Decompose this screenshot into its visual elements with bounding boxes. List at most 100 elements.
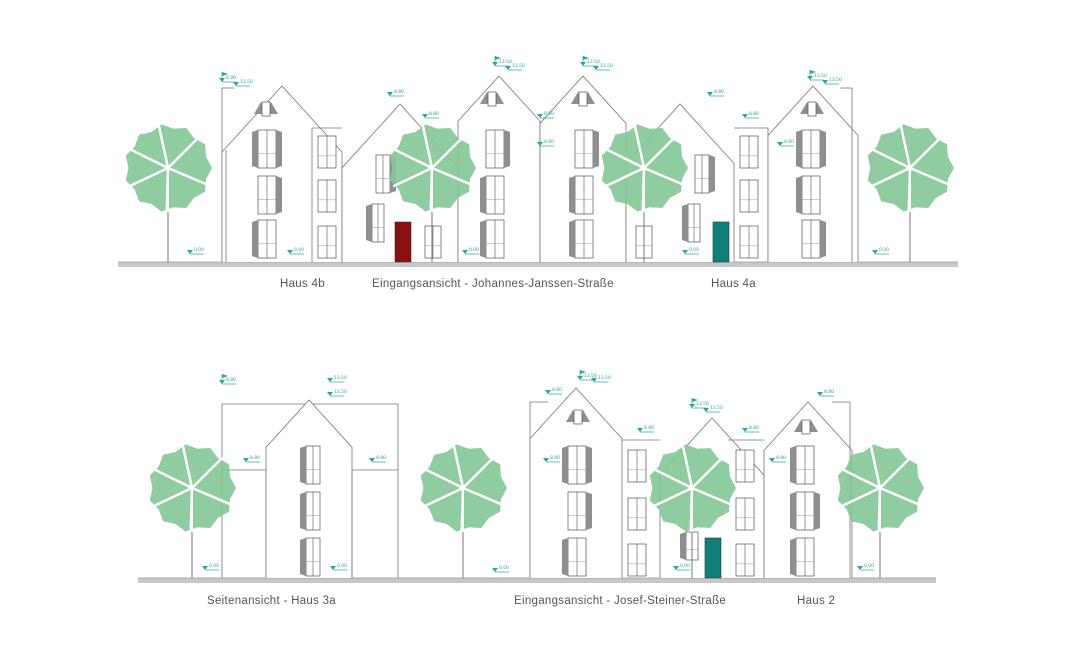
- level-value: 8.80: [824, 389, 834, 395]
- level-arrow: [369, 458, 375, 462]
- level-arrow: [591, 378, 597, 382]
- caption-haus-4b: Haus 4b: [280, 278, 325, 290]
- tree-branch-gap: [633, 125, 646, 170]
- window: [317, 225, 337, 259]
- window: [627, 497, 647, 531]
- level-arrow: [593, 66, 599, 70]
- tree: [601, 124, 688, 262]
- level-value: 13.50: [710, 405, 723, 411]
- level-arrow: [422, 114, 428, 118]
- window: [790, 491, 820, 531]
- tree-branch-gap: [421, 125, 434, 170]
- level-marker: 8.80: [422, 111, 439, 119]
- shutter-left: [796, 130, 802, 168]
- tree-branch-gap: [157, 125, 170, 170]
- level-arrow: [857, 566, 863, 570]
- level-marker: 0.00: [202, 563, 219, 571]
- window: [735, 497, 755, 531]
- entrance-door: [394, 221, 412, 263]
- level-arrow: [202, 566, 208, 570]
- tree-branch-gap: [652, 486, 694, 508]
- level-value: 13.50: [334, 389, 347, 395]
- trees: [125, 124, 954, 578]
- shutter-left: [790, 492, 796, 530]
- tree: [837, 444, 924, 578]
- level-arrow: [505, 66, 511, 70]
- tree-branch-gap: [870, 166, 912, 188]
- shutter-left: [300, 492, 306, 530]
- level-marker: 8.80: [637, 425, 654, 433]
- level-arrow: [537, 142, 543, 146]
- window: [366, 203, 385, 243]
- tree-branch-gap: [605, 148, 646, 170]
- level-marker: 8.80: [817, 389, 834, 397]
- level-value: 8.80: [749, 111, 759, 117]
- tree: [420, 444, 507, 578]
- level-arrow: [287, 250, 293, 254]
- shutter-right: [586, 446, 592, 484]
- level-value: 8.80: [550, 455, 560, 461]
- window: [796, 129, 826, 169]
- level-arrow: [462, 250, 468, 254]
- level-value: 13.50: [600, 63, 613, 69]
- window: [300, 537, 321, 577]
- level-arrow: [187, 250, 193, 254]
- level-marker: 13.50: [327, 389, 347, 397]
- window: [567, 491, 592, 531]
- level-marker: 8.80: [742, 425, 759, 433]
- tree-branch-gap: [424, 468, 465, 490]
- window: [300, 491, 321, 531]
- tree-branch-gap: [869, 445, 882, 490]
- level-marker: 8.80: [219, 72, 236, 83]
- window: [480, 175, 505, 215]
- tree-branch-gap: [878, 457, 911, 490]
- tree-branch-gap: [430, 137, 463, 170]
- tree: [389, 124, 476, 262]
- level-value: 0.00: [499, 565, 509, 571]
- level-marker: 13.50: [593, 63, 613, 71]
- window: [257, 175, 282, 215]
- flag-icon: [692, 398, 698, 402]
- level-value: 8.80: [552, 387, 562, 393]
- window: [627, 449, 647, 483]
- window: [252, 219, 277, 259]
- shutter-left: [562, 446, 568, 484]
- caption-top-elevation-title: Eingangsansicht - Johannes-Janssen-Straß…: [372, 278, 614, 290]
- level-value: 0.00: [337, 563, 347, 569]
- tree: [867, 124, 954, 262]
- tree-branch-gap: [604, 166, 646, 188]
- level-value: 8.80: [250, 455, 260, 461]
- level-marker: 13.50: [689, 398, 709, 409]
- level-arrow: [742, 428, 748, 432]
- tree-branch-gap: [152, 486, 194, 508]
- entrance-door: [712, 221, 730, 263]
- shutter-right: [586, 492, 592, 530]
- level-marker: 8.80: [707, 89, 724, 97]
- window: [694, 154, 715, 194]
- level-marker: 8.80: [537, 111, 554, 119]
- shutter-right: [593, 130, 599, 168]
- shutter-left: [569, 176, 575, 214]
- flag-icon: [222, 72, 228, 76]
- level-marker: 13.50: [233, 79, 253, 87]
- level-value: 0.00: [864, 563, 874, 569]
- level-marker: 13.50: [580, 56, 600, 67]
- tree-branch-gap: [153, 468, 194, 490]
- level-marker: 8.80: [219, 374, 236, 385]
- tree-branch-gap: [653, 468, 694, 490]
- shutter-left: [682, 204, 688, 242]
- level-value: 0.00: [194, 247, 204, 253]
- tree-branch-gap: [128, 166, 170, 188]
- level-marker: 8.80: [545, 387, 562, 395]
- shutter-left: [300, 538, 306, 576]
- shutter-left: [480, 176, 486, 214]
- tree-branch-gap: [908, 137, 941, 170]
- level-value: 13.50: [829, 77, 842, 83]
- tree-branch-gap: [681, 445, 694, 490]
- dormer: [254, 101, 278, 117]
- level-value: 0.00: [294, 247, 304, 253]
- window: [569, 175, 594, 215]
- tree-branch-gap: [461, 486, 503, 506]
- level-marker: 8.80: [537, 139, 554, 147]
- level-value: 0.00: [469, 247, 479, 253]
